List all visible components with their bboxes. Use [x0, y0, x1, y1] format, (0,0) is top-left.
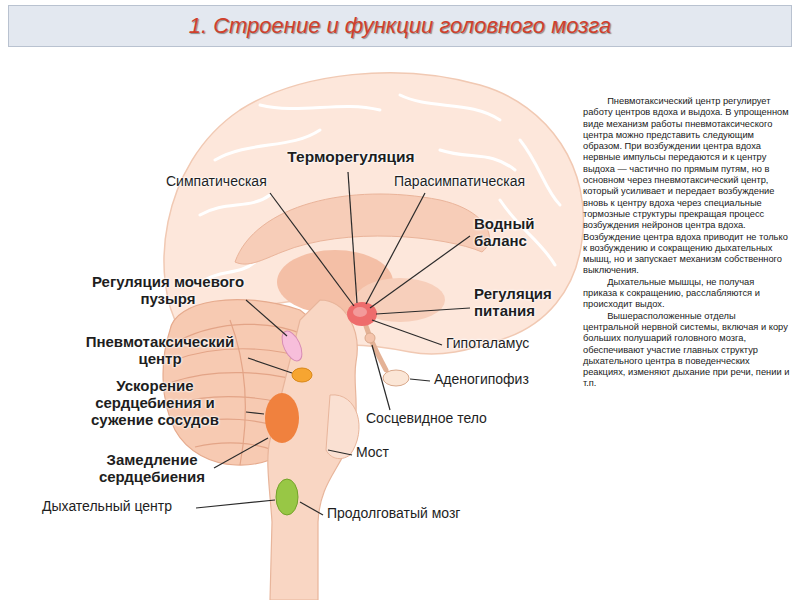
- part-label: Водный баланс: [474, 216, 548, 250]
- part-label: Продолговатый мозг: [327, 506, 487, 522]
- title: 1. Строение и функции головного мозга: [9, 13, 791, 39]
- part-label: Регуляция мочевого пузыря: [88, 274, 248, 308]
- respiratory-centre: [276, 479, 298, 515]
- part-label: Ускорение сердцебиения и сужение сосудов: [62, 378, 248, 428]
- part-label: Аденогипофиз: [434, 372, 549, 388]
- part-label: Дыхательный центр: [42, 499, 194, 515]
- note-paragraph: Пневмотаксический центр регулирует работ…: [583, 96, 790, 277]
- part-label: Терморегуляция: [276, 148, 426, 165]
- corpus-callosum: [235, 194, 489, 264]
- part-label: Сосцевидное тело: [366, 411, 506, 427]
- pons-bulge: [326, 395, 359, 459]
- cardioaccelerator-centre: [265, 393, 299, 443]
- part-label: Парасимпатическая: [394, 174, 544, 190]
- mammillary-body: [365, 333, 375, 343]
- title-banner: 1. Строение и функции головного мозга: [8, 5, 792, 47]
- note-paragraph: Дыхательные мышцы, не получая приказа к …: [583, 277, 790, 311]
- bladder-centre: [278, 328, 306, 364]
- pituitary-stalk: [366, 326, 386, 370]
- part-label: Пневмотаксический центр: [70, 334, 250, 368]
- part-label: Гипоталамус: [446, 336, 556, 352]
- adenohypophysis: [383, 370, 409, 386]
- leader-lines: [196, 172, 470, 515]
- part-label: Регуляция питания: [474, 286, 572, 320]
- part-label: Мост: [356, 445, 411, 461]
- note-paragraph: Вышерасположенные отделы центральной нер…: [583, 311, 790, 390]
- part-label: Симпатическая: [166, 174, 291, 190]
- hypothalamus-core: [353, 307, 367, 317]
- pneumotaxic-centre: [292, 368, 312, 382]
- part-label: Замедление сердцебиения: [88, 452, 216, 486]
